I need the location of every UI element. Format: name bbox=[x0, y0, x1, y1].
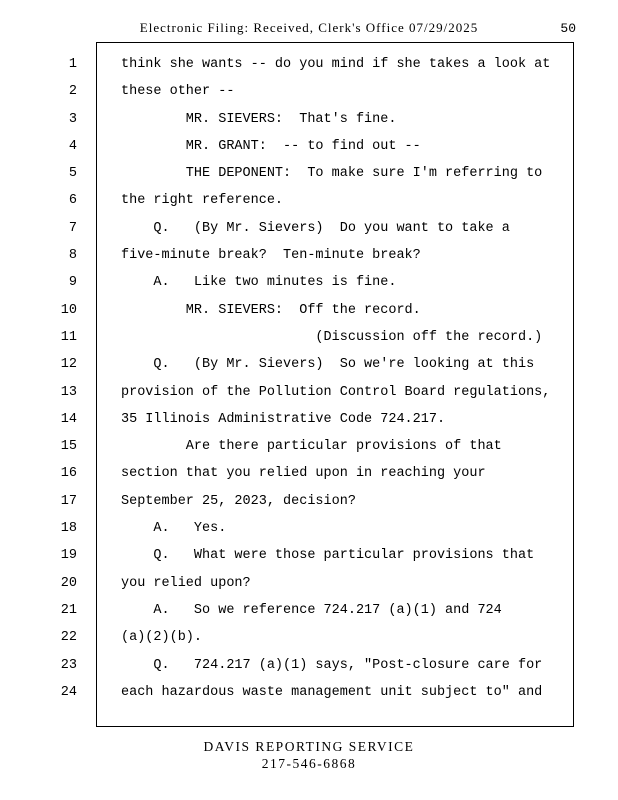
line-number: 23 bbox=[60, 657, 77, 673]
transcript-line: Q. (By Mr. Sievers) So we're looking at … bbox=[121, 357, 535, 373]
line-number: 18 bbox=[60, 521, 77, 537]
line-number: 17 bbox=[60, 493, 77, 509]
line-number: 8 bbox=[68, 248, 77, 264]
line-number: 15 bbox=[60, 439, 77, 455]
transcript-line: Q. What were those particular provisions… bbox=[121, 548, 535, 564]
line-number: 22 bbox=[60, 630, 77, 646]
transcript-line: MR. SIEVERS: Off the record. bbox=[121, 302, 421, 318]
transcript-line: Q. (By Mr. Sievers) Do you want to take … bbox=[121, 220, 510, 236]
transcript-line: each hazardous waste management unit sub… bbox=[121, 684, 543, 700]
line-number: 9 bbox=[68, 275, 77, 291]
page-header: Electronic Filing: Received, Clerk's Off… bbox=[0, 0, 618, 42]
transcript-line: THE DEPONENT: To make sure I'm referring… bbox=[121, 166, 543, 182]
line-number: 12 bbox=[60, 357, 77, 373]
line-number: 3 bbox=[68, 111, 77, 127]
transcript-line: A. Yes. bbox=[121, 521, 227, 537]
transcript-line: provision of the Pollution Control Board… bbox=[121, 384, 551, 400]
filing-notice: Electronic Filing: Received, Clerk's Off… bbox=[139, 20, 479, 35]
line-number: 24 bbox=[60, 684, 77, 700]
transcript-line: MR. SIEVERS: That's fine. bbox=[121, 111, 397, 127]
line-number: 16 bbox=[60, 466, 77, 482]
transcript-line: 35 Illinois Administrative Code 724.217. bbox=[121, 411, 446, 427]
transcript-line: MR. GRANT: -- to find out -- bbox=[121, 138, 421, 154]
page-number: 50 bbox=[560, 21, 576, 36]
page-footer: DAVIS REPORTING SERVICE 217-546-6868 bbox=[0, 738, 618, 772]
phone-number: 217-546-6868 bbox=[261, 756, 357, 772]
transcript-line: you relied upon? bbox=[121, 575, 251, 591]
transcript-line: section that you relied upon in reaching… bbox=[121, 466, 486, 482]
transcript-line: September 25, 2023, decision? bbox=[121, 493, 356, 509]
transcript-line: think she wants -- do you mind if she ta… bbox=[121, 57, 551, 72]
line-number: 14 bbox=[60, 411, 77, 427]
transcript-line: Q. 724.217 (a)(1) says, "Post-closure ca… bbox=[121, 657, 543, 673]
line-number: 6 bbox=[68, 193, 77, 209]
transcript-line: five-minute break? Ten-minute break? bbox=[121, 248, 421, 264]
reporting-service: DAVIS REPORTING SERVICE bbox=[203, 739, 415, 755]
line-number: 20 bbox=[60, 575, 77, 591]
transcript-line: these other -- bbox=[121, 84, 235, 100]
line-number: 10 bbox=[60, 302, 77, 318]
line-number: 21 bbox=[60, 602, 77, 618]
transcript-lines: think she wants -- do you mind if she ta… bbox=[121, 51, 573, 706]
line-number: 2 bbox=[68, 84, 77, 100]
transcript-box: think she wants -- do you mind if she ta… bbox=[96, 42, 574, 728]
transcript-line: A. Like two minutes is fine. bbox=[121, 275, 397, 291]
line-number: 1 bbox=[68, 57, 77, 72]
line-number: 11 bbox=[60, 329, 77, 345]
line-number: 4 bbox=[68, 138, 77, 154]
transcript-line: A. So we reference 724.217 (a)(1) and 72… bbox=[121, 602, 502, 618]
line-number: 13 bbox=[60, 384, 77, 400]
transcript-line: (Discussion off the record.) bbox=[121, 329, 543, 345]
transcript-line: Are there particular provisions of that bbox=[121, 439, 502, 455]
transcript-line: the right reference. bbox=[121, 193, 284, 209]
line-number: 19 bbox=[60, 548, 77, 564]
line-number: 7 bbox=[68, 220, 77, 236]
line-number: 5 bbox=[68, 166, 77, 182]
transcript-line: (a)(2)(b). bbox=[121, 630, 203, 646]
